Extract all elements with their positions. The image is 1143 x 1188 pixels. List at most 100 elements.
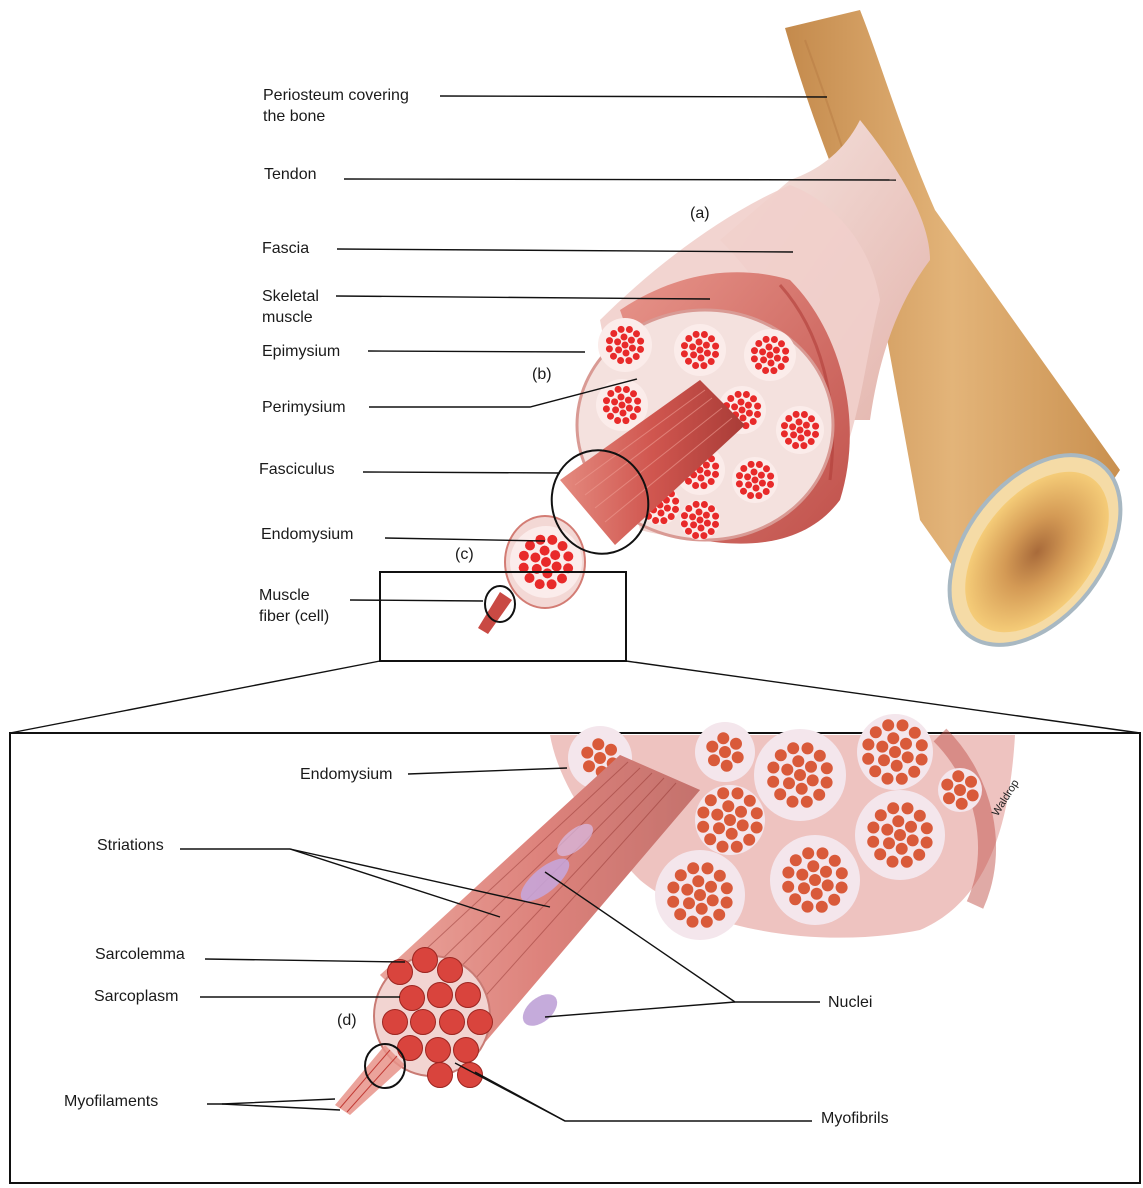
fiber-dot	[748, 461, 755, 468]
fiber-dot	[626, 405, 633, 412]
fiber-dot	[706, 741, 718, 753]
label-muscle-fiber: Muscle fiber (cell)	[259, 585, 329, 627]
fiber-dot	[787, 742, 799, 754]
fiber-dot	[614, 417, 621, 424]
fiber-dot	[704, 520, 711, 527]
sublabel-c: (c)	[455, 546, 474, 564]
fiber-dot	[535, 535, 545, 545]
fiber-dot	[633, 330, 640, 337]
myofibril-11	[398, 1036, 423, 1061]
myofibril-9	[440, 1010, 465, 1035]
fiber-dot	[878, 754, 890, 766]
fiber-dot	[743, 391, 750, 398]
fiber-dot	[816, 901, 828, 913]
fiber-dot	[805, 761, 817, 773]
fiber-dot	[897, 719, 909, 731]
fiber-dot	[774, 788, 786, 800]
fiber-dot	[782, 867, 794, 879]
fiber-dot	[798, 882, 810, 894]
fiber-dot	[606, 337, 613, 344]
fiber-dot	[745, 481, 752, 488]
fiber-dot	[822, 879, 834, 891]
fiber-dot	[603, 397, 610, 404]
fiber-dot	[708, 528, 715, 535]
fiber-dot	[681, 350, 688, 357]
fiber-dot	[867, 836, 879, 848]
fiber-dot	[721, 897, 733, 909]
fiber-dot	[714, 870, 726, 882]
fiber-dot	[726, 828, 738, 840]
fiber-dot	[708, 754, 720, 766]
myofibril-12	[426, 1038, 451, 1063]
fiber-dot	[626, 326, 633, 333]
leader-myofilaments	[207, 1099, 335, 1104]
zoom-line-left	[10, 661, 380, 733]
label-skeletal-line1: Skeletal	[262, 286, 319, 307]
fiber-dot	[721, 882, 733, 894]
label-endomysium: Endomysium	[261, 524, 353, 545]
fiber-dot	[610, 330, 617, 337]
fiber-dot	[882, 773, 894, 785]
fiber-dot	[541, 557, 551, 567]
fiber-dot	[802, 901, 814, 913]
fiber-dot	[668, 513, 675, 520]
fiber-dot	[717, 841, 729, 853]
myofibril-3	[438, 958, 463, 983]
fiber-dot	[828, 894, 840, 906]
fiber-dot	[773, 347, 780, 354]
fiber-dot	[629, 345, 636, 352]
leader-myofibrils	[475, 1072, 812, 1121]
fiber-dot	[882, 719, 894, 731]
fiber-dot	[667, 896, 679, 908]
fiber-dot	[664, 505, 671, 512]
fiber-dot	[732, 787, 744, 799]
fiber-dot	[681, 884, 693, 896]
fiber-dot	[542, 568, 552, 578]
fiber-dot	[967, 789, 979, 801]
fiber-dot	[755, 340, 762, 347]
fiber-dot	[563, 551, 573, 561]
fiber-dot	[735, 806, 747, 818]
leader-fasciculus	[363, 472, 560, 473]
fiber-dot	[607, 390, 614, 397]
fiber-dot	[801, 411, 808, 418]
fiber-dot	[836, 867, 848, 879]
fiber-dot	[525, 541, 535, 551]
fiber-dot	[628, 337, 635, 344]
fiber-dot	[767, 352, 774, 359]
fiber-dot	[874, 848, 886, 860]
fiber-dot	[610, 353, 617, 360]
fiber-dot	[758, 472, 765, 479]
endomysium-cluster-5	[855, 790, 945, 880]
fiber-dot	[681, 342, 688, 349]
fiber-dot	[530, 553, 540, 563]
fiber-dot	[652, 517, 659, 524]
leader-striations	[180, 849, 500, 917]
fiber-dot	[637, 346, 644, 353]
fiber-dot	[792, 442, 799, 449]
fiber-dot	[956, 798, 968, 810]
label-tendon: Tendon	[264, 164, 317, 185]
fiber-dot	[721, 760, 733, 772]
fiber-dot	[740, 488, 747, 495]
fiber-dot	[697, 347, 704, 354]
leader-myofilaments-b	[222, 1104, 340, 1110]
fiber-dot	[892, 815, 904, 827]
fiber-dot	[675, 869, 687, 881]
fiber-dot	[712, 343, 719, 350]
fiber-dot	[789, 423, 796, 430]
fiber-dot	[802, 847, 814, 859]
fiber-dot	[751, 807, 763, 819]
fiber-dot	[703, 512, 710, 519]
fiber-dot	[771, 336, 778, 343]
fiber-dot	[802, 742, 814, 754]
fiber-dot	[767, 481, 774, 488]
fiber-dot	[808, 415, 815, 422]
label-muscle-fiber-line2: fiber (cell)	[259, 606, 329, 627]
fiber-dot	[658, 510, 665, 517]
fiber-dot	[731, 841, 743, 853]
endomysium-cluster-3	[754, 729, 846, 821]
endomysium-cluster-2	[695, 722, 755, 782]
fiber-dot	[905, 821, 917, 833]
fiber-dot	[889, 746, 901, 758]
